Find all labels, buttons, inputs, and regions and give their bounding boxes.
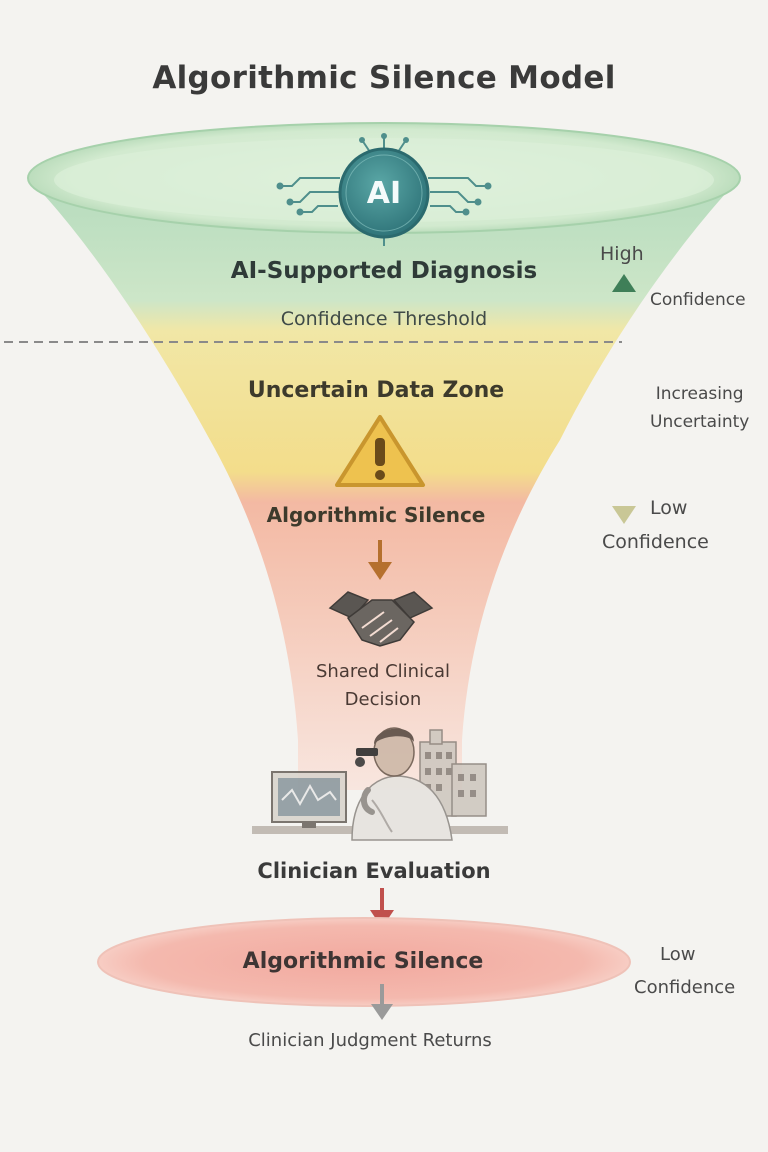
scale-high-confidence-label: Confidence xyxy=(650,290,746,310)
scale-middle-line2: Uncertainty xyxy=(650,412,750,432)
top-stage-heading: AI-Supported Diagnosis xyxy=(230,258,538,284)
arrow-down-icon-grey xyxy=(371,984,393,1020)
page-title: Algorithmic Silence Model xyxy=(152,60,616,96)
shared-decision-line1: Shared Clinical xyxy=(316,661,450,682)
shared-decision-line2: Decision xyxy=(344,689,422,710)
middle-stage-warning-label: Algorithmic Silence xyxy=(266,503,486,527)
shared-decision-label: Shared Clinical Decision xyxy=(0,658,766,714)
base-ellipse xyxy=(97,917,631,1007)
base-confidence-label: Confidence xyxy=(634,977,736,998)
scale-middle-label: Increasing Uncertainty xyxy=(650,380,749,436)
base-outcome-label: Clinician Judgment Returns xyxy=(248,1030,492,1051)
middle-stage-heading: Uncertain Data Zone xyxy=(247,378,505,403)
clinician-figure-icon xyxy=(351,727,453,841)
ai-badge-label: AI xyxy=(366,176,402,211)
scale-middle-line1: Increasing xyxy=(655,384,744,404)
confidence-scale-arrow-icon xyxy=(612,274,636,524)
scale-high-label: High xyxy=(600,243,644,265)
base-label: Algorithmic Silence xyxy=(242,949,484,974)
scale-low-label: Low xyxy=(650,497,688,519)
warning-icon xyxy=(335,415,425,487)
handshake-icon xyxy=(328,591,434,647)
monitor-icon xyxy=(271,771,347,828)
scale-low-confidence-label: Confidence xyxy=(602,531,709,553)
arrow-down-icon xyxy=(368,540,392,580)
top-stage-subheading: Confidence Threshold xyxy=(280,308,488,330)
clinician-scene xyxy=(252,727,508,841)
clinician-evaluation-label: Clinician Evaluation xyxy=(257,859,491,883)
ai-badge-icon xyxy=(338,147,430,239)
base-low-label: Low xyxy=(660,944,696,965)
